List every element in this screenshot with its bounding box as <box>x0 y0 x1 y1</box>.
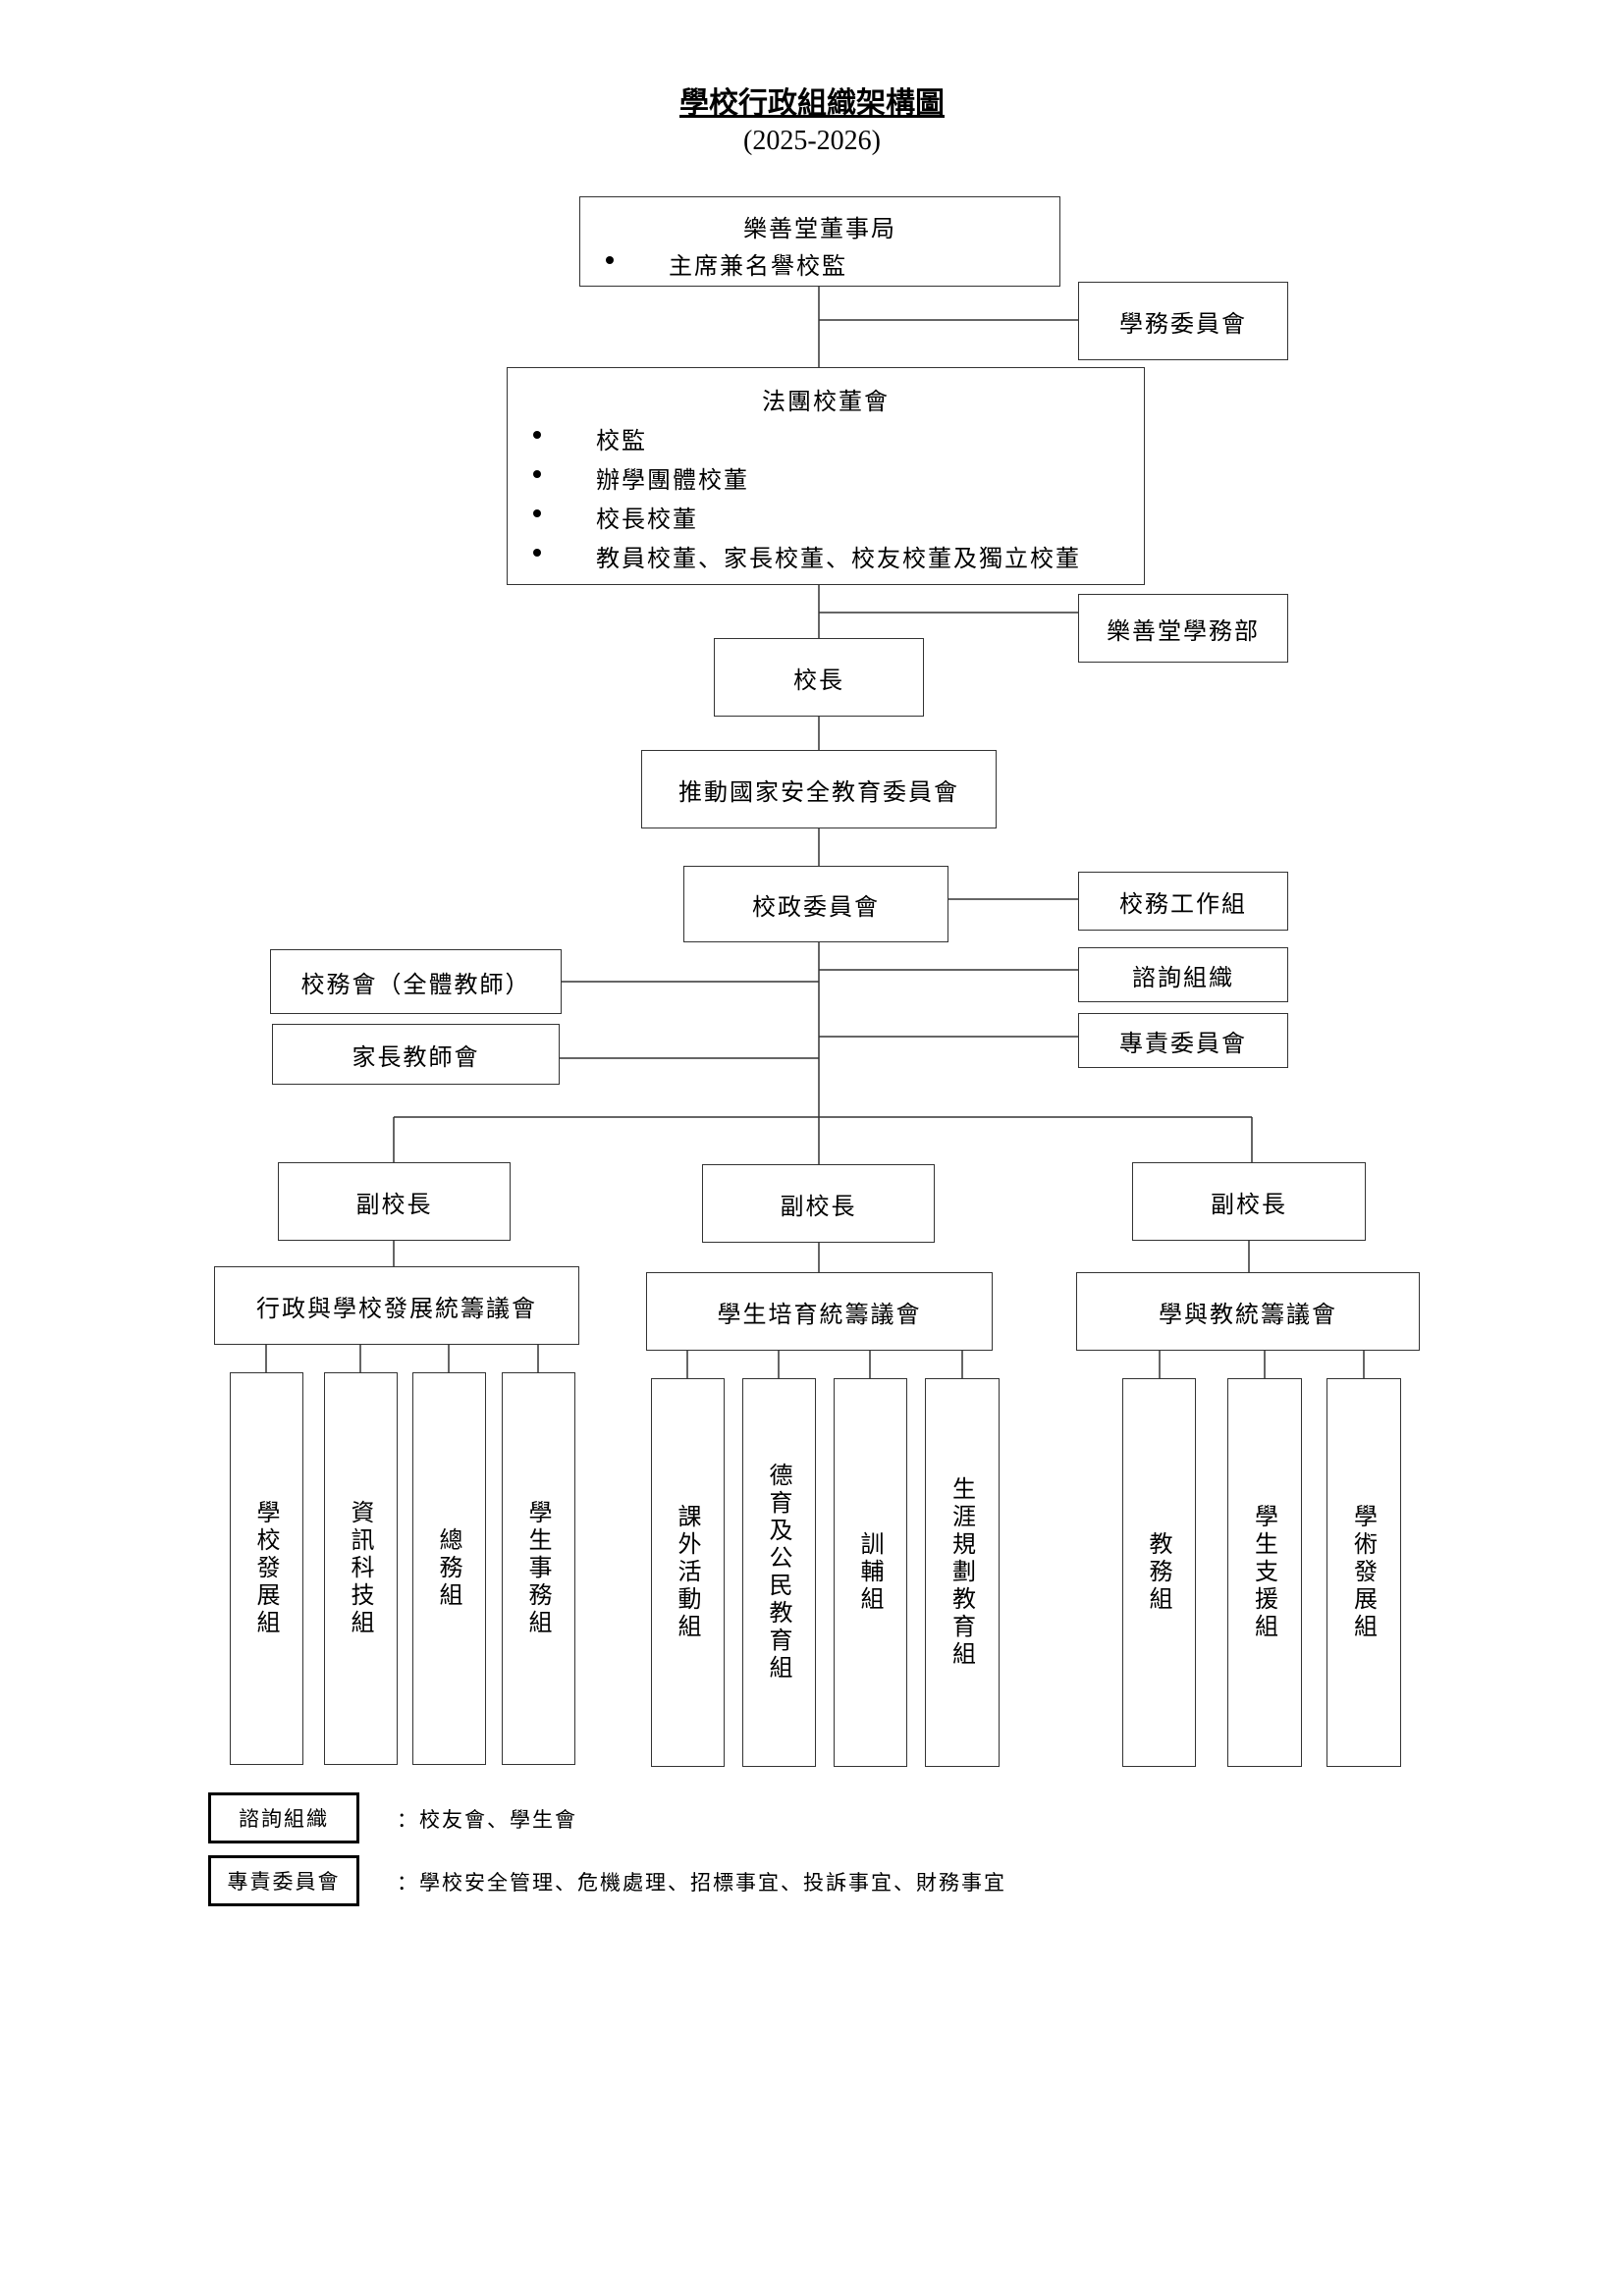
council-box: 行政與學校發展統籌議會 <box>214 1266 579 1345</box>
staff-meeting-box: 校務會（全體教師） <box>270 949 562 1014</box>
legend-label: 諮詢組織 <box>208 1792 359 1843</box>
pta-box: 家長教師會 <box>272 1024 560 1085</box>
group-box: 學生支援組 <box>1227 1378 1302 1767</box>
education-dept-box: 樂善堂學務部 <box>1078 594 1288 663</box>
imc-bullet: 校監 <box>596 427 647 454</box>
chart-year: (2025-2026) <box>743 126 881 156</box>
group-box: 訓輔組 <box>834 1378 907 1767</box>
council-box: 學生培育統籌議會 <box>646 1272 993 1351</box>
group-box: 課外活動組 <box>651 1378 725 1767</box>
bullet-dot <box>533 509 541 517</box>
imc-bullet: 教員校董、家長校董、校友校董及獨立校董 <box>596 545 1081 572</box>
bullet-dot <box>533 431 541 439</box>
group-box: 生涯規劃教育組 <box>925 1378 1000 1767</box>
nse-committee-box: 推動國家安全教育委員會 <box>641 750 997 828</box>
vice-principal-box: 副校長 <box>278 1162 511 1241</box>
group-box: 學校發展組 <box>230 1372 303 1765</box>
principal-box: 校長 <box>714 638 924 717</box>
bullet-dot <box>533 470 541 478</box>
group-box: 德育及公民教育組 <box>742 1378 816 1767</box>
imc-bullet: 辦學團體校董 <box>596 466 749 494</box>
school-affairs-team-box: 校務工作組 <box>1078 872 1288 931</box>
legend-text: ：學校安全管理、危機處理、招標事宜、投訴事宜、財務事宜 <box>397 1871 1006 1895</box>
group-box: 學術發展組 <box>1326 1378 1401 1767</box>
group-box: 資訊科技組 <box>324 1372 398 1765</box>
vice-principal-box: 副校長 <box>1132 1162 1366 1241</box>
special-committee-box: 專責委員會 <box>1078 1013 1288 1068</box>
group-box: 總務組 <box>412 1372 486 1765</box>
group-box: 教務組 <box>1122 1378 1196 1767</box>
legend-label: 專責委員會 <box>208 1855 359 1906</box>
bullet-dot <box>533 549 541 557</box>
board-name: 樂善堂董事局 <box>743 215 896 242</box>
advisory-box: 諮詢組織 <box>1078 947 1288 1002</box>
admin-committee-box: 校政委員會 <box>683 866 948 942</box>
board-box: 樂善堂董事局 主席兼名譽校監 <box>579 196 1060 287</box>
academic-committee-box: 學務委員會 <box>1078 282 1288 360</box>
bullet-dot <box>606 256 614 264</box>
board-bullet: 主席兼名譽校監 <box>669 252 847 280</box>
chart-title: 學校行政組織架構圖 <box>679 86 945 121</box>
imc-name: 法團校董會 <box>762 388 890 415</box>
imc-bullet: 校長校董 <box>596 506 698 533</box>
council-box: 學與教統籌議會 <box>1076 1272 1420 1351</box>
group-box: 學生事務組 <box>502 1372 575 1765</box>
imc-box: 法團校董會 校監 辦學團體校董 校長校董 教員校董、家長校董、校友校董及獨立校董 <box>507 367 1145 585</box>
vice-principal-box: 副校長 <box>702 1164 935 1243</box>
legend-text: ：校友會、學生會 <box>397 1808 577 1832</box>
